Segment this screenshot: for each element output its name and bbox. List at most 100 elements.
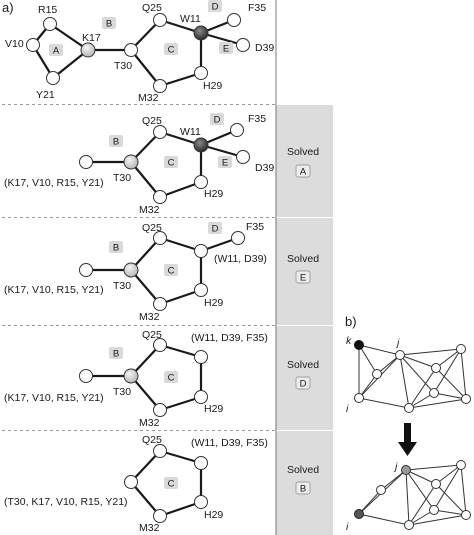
node-merged-B	[124, 475, 138, 489]
node-merged-A	[79, 263, 93, 277]
node-Q25	[153, 13, 167, 27]
graph-node	[376, 485, 386, 495]
label-D39: D39	[255, 42, 274, 54]
label-H29: H29	[204, 509, 223, 521]
row-4-network: B C Q25 (W11, D39, F35) (K17, V10, R15, …	[4, 329, 319, 429]
row-2-network: B C D E Q25 W11 F35 (K17, V10, R15, Y21)…	[4, 113, 319, 216]
row-1-network: A B C D E R15 K17 Q25 W11 F35 V10 T30 D3…	[5, 0, 274, 104]
label-V10: V10	[5, 38, 24, 50]
box-label-B: B	[113, 349, 119, 360]
box-D	[210, 113, 224, 125]
box-B	[109, 347, 123, 359]
node-K17	[80, 42, 96, 58]
label-D39: D39	[255, 162, 274, 174]
row-3-network: B C D Q25 F35 (W11, D39) (K17, V10, R15,…	[4, 221, 319, 323]
label-T30: T30	[113, 280, 131, 292]
solved-box	[295, 376, 311, 390]
node-M32	[153, 297, 167, 311]
box-label-D: D	[214, 115, 221, 126]
node-i	[354, 393, 364, 403]
graph-node	[461, 510, 471, 520]
solved-label: Solved	[287, 464, 319, 476]
box-label-C: C	[168, 158, 175, 169]
node-T30	[123, 262, 139, 278]
graph-node	[429, 505, 439, 515]
box-label-B: B	[113, 243, 119, 254]
solved-label: Solved	[287, 359, 319, 371]
node-T30	[123, 368, 139, 384]
label-H29: H29	[203, 80, 222, 92]
label-H29: H29	[204, 297, 223, 309]
label-M32: M32	[138, 92, 159, 104]
label-M32: M32	[139, 417, 160, 429]
row-5-network: C Q25 (W11, D39, F35) (T30, K17, V10, R1…	[4, 434, 319, 534]
solved-label: Solved	[287, 146, 319, 158]
box-A	[49, 44, 63, 56]
graph-node	[431, 363, 441, 373]
solved-box-label: B	[300, 484, 306, 495]
node-Q25	[153, 231, 167, 245]
box-label-B: B	[113, 137, 119, 148]
solved-box	[295, 481, 311, 495]
label-k: k	[346, 335, 352, 347]
label-Q25: Q25	[142, 329, 162, 341]
node-Q25	[153, 444, 167, 458]
box-B	[109, 135, 123, 147]
box-label-A: A	[53, 46, 60, 57]
label-Q25: Q25	[142, 115, 162, 127]
box-E	[218, 156, 232, 168]
node-j	[401, 465, 411, 475]
graph-node	[404, 520, 414, 530]
node-merged-D	[194, 456, 208, 470]
graph-node	[461, 394, 471, 404]
node-H29	[194, 390, 208, 404]
graph-node	[372, 369, 382, 379]
solved-box	[295, 270, 311, 284]
box-label-E: E	[223, 44, 229, 55]
node-j	[395, 350, 405, 360]
label-F35: F35	[246, 221, 264, 233]
box-D	[208, 0, 222, 12]
panel-b-top-graph: k j i	[346, 335, 471, 415]
graph-node	[456, 344, 466, 354]
node-D39	[236, 38, 250, 52]
down-arrow-icon	[398, 423, 417, 456]
node-D39	[236, 150, 250, 164]
label-H29: H29	[204, 403, 223, 415]
box-C	[164, 43, 178, 55]
label-W11: W11	[180, 13, 201, 25]
box-label-D: D	[212, 2, 219, 13]
solved-box-label: D	[300, 379, 307, 390]
node-merged-D	[194, 350, 208, 364]
label-Q25: Q25	[142, 434, 162, 446]
box-label-C: C	[168, 373, 175, 384]
node-M32	[153, 190, 167, 204]
box-E	[219, 42, 233, 54]
node-Q25	[153, 125, 167, 139]
node-W11	[193, 25, 209, 41]
label-M32: M32	[139, 311, 160, 323]
box-label-B: B	[106, 19, 112, 30]
label-M32: M32	[139, 204, 160, 216]
box-label-D: D	[212, 224, 219, 235]
graph-node	[456, 460, 466, 470]
node-T30	[123, 154, 139, 170]
node-H29	[194, 66, 208, 80]
box-B	[102, 17, 116, 29]
node-i	[354, 509, 364, 519]
node-M32	[153, 79, 167, 93]
label-j: j	[393, 461, 398, 473]
label-T30: T30	[114, 60, 132, 72]
label-i: i	[346, 521, 349, 533]
panel-a-letter: a)	[2, 0, 14, 15]
panel-b-bottom-graph: j i	[346, 460, 471, 533]
solved-box	[295, 164, 311, 178]
label-Q25: Q25	[142, 2, 162, 14]
box-label-C: C	[168, 266, 175, 277]
label-merged-group: (T30, K17, V10, R15, Y21)	[4, 496, 128, 508]
label-K17: K17	[82, 32, 101, 44]
label-merged-group: (K17, V10, R15, Y21)	[4, 177, 104, 189]
label-merged-D: (W11, D39, F35)	[191, 437, 268, 449]
label-merged-group: (K17, V10, R15, Y21)	[4, 284, 104, 296]
label-W11: W11	[180, 126, 201, 138]
